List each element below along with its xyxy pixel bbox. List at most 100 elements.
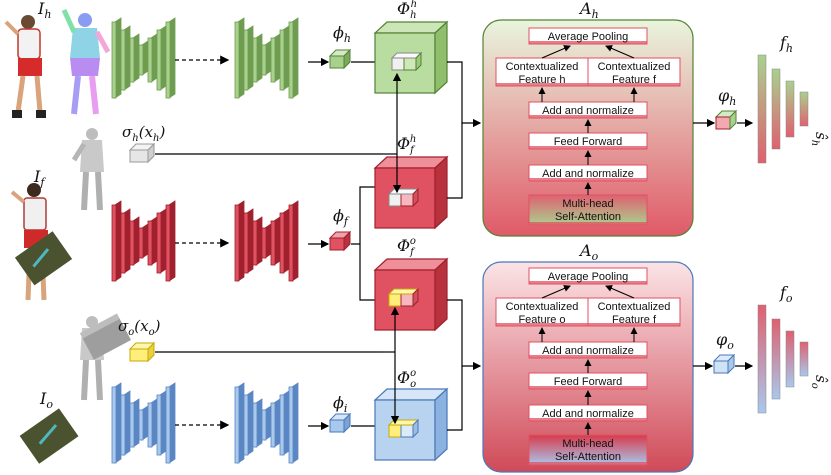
- context-right-label: Contextualized: [598, 61, 671, 73]
- encoder-slab-face: [147, 220, 153, 266]
- encoder-slab-face: [261, 409, 267, 441]
- phi-i-box: [328, 412, 352, 434]
- Phi-o-o-cube: [373, 387, 449, 462]
- multi-head-attention-accent: [529, 462, 647, 465]
- encoder-slab-face: [243, 29, 249, 91]
- encoder-slab-face: [270, 37, 276, 83]
- context-left-box: [495, 57, 589, 87]
- label-phi-h: ϕh: [333, 23, 351, 45]
- label-A-h: Ah: [578, 0, 599, 21]
- add-normalize-1-label: Add and normalize: [542, 168, 634, 180]
- encoder-stacks: [111, 17, 299, 464]
- feed-forward-label: Feed Forward: [554, 376, 622, 388]
- encoder-red-left: [111, 200, 176, 282]
- add-normalize-1-label: Add and normalize: [542, 408, 634, 420]
- label-Phi-f-h: Φfh: [397, 134, 416, 156]
- avg-pooling-label: Average Pooling: [548, 271, 629, 283]
- context-left-label: Contextualized: [506, 301, 579, 313]
- encoder-slab-face: [279, 29, 285, 91]
- context-right-accent: [588, 83, 680, 86]
- add-normalize-1-accent: [529, 418, 647, 421]
- output-bar: [757, 304, 767, 414]
- flow-arrow: [541, 45, 571, 59]
- encoder-slab-face: [252, 220, 258, 266]
- feed-forward-accent: [529, 386, 647, 389]
- context-left-accent: [496, 323, 588, 326]
- add-normalize-2-label: Add and normalize: [542, 345, 634, 357]
- varphi-o-box: [712, 353, 736, 375]
- output-bar: [757, 54, 767, 164]
- object-shape-thumbnail: [79, 313, 131, 401]
- label-varphi-o: φo: [716, 330, 734, 352]
- encoder-slab-face: [156, 394, 162, 456]
- object-image-thumbnail: [19, 408, 79, 464]
- context-left-accent: [496, 83, 588, 86]
- encoder-slab-face: [252, 37, 258, 83]
- encoder-red-right: [234, 200, 299, 282]
- add-normalize-2-label: Add and normalize: [542, 105, 634, 117]
- encoder-slab-face: [138, 44, 144, 76]
- encoder-slab-face: [234, 386, 240, 464]
- avg-pooling-label: Average Pooling: [548, 31, 629, 43]
- f-o-bars: [757, 304, 809, 414]
- feed-forward-accent: [529, 146, 647, 149]
- encoder-slab-face: [165, 204, 171, 282]
- label-I-o: Io: [39, 389, 53, 411]
- add-normalize-2-accent: [529, 355, 647, 358]
- context-right-box: [587, 57, 681, 87]
- encoder-slab-face: [234, 204, 240, 282]
- label-Phi-o-o: Φoo: [397, 368, 416, 390]
- encoder-green-right: [234, 17, 299, 99]
- varphi-h-box: [714, 109, 738, 131]
- encoder-slab-face: [243, 394, 249, 456]
- f-h-bars: [757, 54, 809, 164]
- Phi-h-h-cube: [373, 20, 449, 95]
- encoder-slab-face: [270, 220, 276, 266]
- encoder-blue-right: [234, 382, 299, 464]
- full-image-thumbnail: [10, 183, 73, 301]
- label-phi-f: ϕf: [333, 206, 350, 228]
- encoder-slab-face: [156, 29, 162, 91]
- encoder-slab-face: [111, 386, 117, 464]
- encoder-slab-face: [147, 402, 153, 448]
- label-Phi-h-h: Φhh: [397, 0, 417, 21]
- flow-arrow: [605, 45, 635, 59]
- label-f-h: fh: [779, 33, 793, 55]
- phi-f-box: [328, 230, 352, 252]
- context-left-box: [495, 297, 589, 327]
- feed-forward-label: Feed Forward: [554, 136, 622, 148]
- encoder-slab-face: [111, 21, 117, 99]
- encoder-green-left: [111, 17, 176, 99]
- encoder-slab-face: [165, 386, 171, 464]
- context-right-accent: [588, 323, 680, 326]
- avg-pooling-accent: [529, 41, 647, 44]
- add-normalize-1-accent: [529, 178, 647, 181]
- encoder-slab-face: [120, 212, 126, 274]
- output-bar: [799, 341, 809, 377]
- context-left-label: Feature h: [518, 74, 565, 86]
- multi-head-attention-label: Multi-head: [562, 438, 613, 450]
- label-Phi-f-o: Φfo: [397, 236, 416, 258]
- multi-head-attention-label: Multi-head: [562, 198, 613, 210]
- multi-head-attention-accent: [529, 222, 647, 225]
- Phi-f-o-cube: [373, 257, 449, 332]
- context-left-label: Feature o: [518, 314, 565, 326]
- encoder-slab-face: [138, 227, 144, 259]
- context-right-box: [587, 297, 681, 327]
- encoder-slab-face: [261, 44, 267, 76]
- encoder-slab-face: [138, 409, 144, 441]
- encoder-slab-face: [261, 227, 267, 259]
- label-sigma-h: σh(xh): [122, 123, 165, 144]
- multi-head-attention-box: [528, 194, 648, 226]
- label-varphi-h: φh: [718, 86, 736, 108]
- context-right-label: Contextualized: [598, 301, 671, 313]
- encoder-slab-face: [129, 402, 135, 448]
- flow-arrow: [541, 285, 571, 299]
- label-s-o: ŝo: [809, 375, 830, 389]
- encoder-blue-left: [111, 382, 176, 464]
- multi-head-attention-label: Self-Attention: [555, 211, 621, 223]
- encoder-slab-face: [111, 204, 117, 282]
- label-s-h: ŝh: [809, 132, 830, 146]
- encoder-slab-face: [120, 29, 126, 91]
